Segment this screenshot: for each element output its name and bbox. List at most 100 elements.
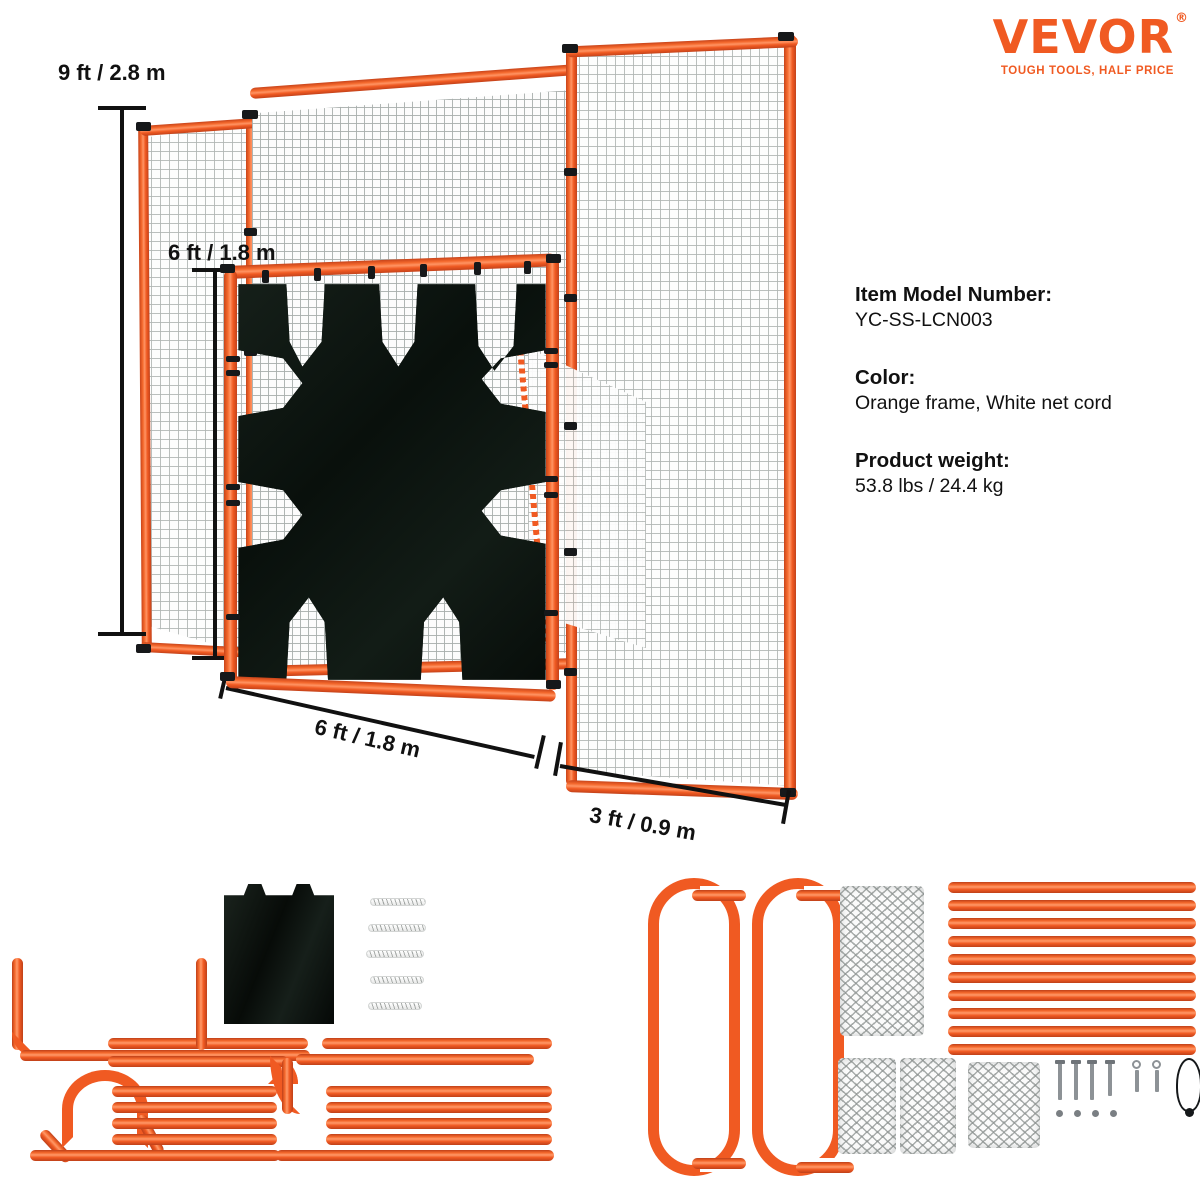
tarp-tie-clip (544, 610, 558, 616)
short-pipe (112, 1086, 277, 1097)
short-pipe (326, 1086, 552, 1097)
folded-target-tarp (224, 884, 334, 1024)
brand-wordmark: VEVOR® (993, 12, 1188, 60)
spec-item-product-weight: Product weight: 53.8 lbs / 24.4 kg (855, 447, 1185, 500)
ground-stake (1058, 1062, 1062, 1100)
eye-bolt-shaft (1135, 1070, 1139, 1092)
screw (1092, 1110, 1099, 1117)
net-post-clip (562, 44, 578, 53)
rope-coil (368, 1002, 422, 1010)
spec-value: Orange frame, White net cord (855, 391, 1112, 414)
straight-pole (948, 882, 1196, 893)
specification-list: Item Model Number: YC-SS-LCN003 Color: O… (855, 281, 1185, 529)
small-net-roll (968, 1062, 1040, 1148)
dim-cap-bottom-9ft (98, 632, 146, 636)
brand-tagline: TOUGH TOOLS, HALF PRICE (1000, 65, 1174, 77)
short-pipe (118, 1150, 278, 1161)
u-shaped-goal-hoop-arm (796, 1162, 854, 1173)
ground-stake-head (1105, 1060, 1115, 1064)
frame-corner-clip (220, 672, 235, 681)
large-net-roll (840, 886, 924, 1036)
straight-pole (948, 1026, 1196, 1037)
straight-pole (948, 954, 1196, 965)
spec-label: Color: (855, 365, 916, 389)
u-shaped-goal-hoop-arm (692, 890, 746, 901)
net-post-clip (136, 644, 151, 653)
rope-coil (370, 898, 426, 906)
straight-pole (948, 1008, 1196, 1019)
spec-value: YC-SS-LCN003 (855, 309, 993, 332)
goal-left-post (224, 270, 237, 682)
tarp-tie-clip (314, 268, 321, 281)
spec-item-color: Color: Orange frame, White net cord (855, 364, 1185, 417)
ground-stake (1074, 1062, 1078, 1100)
backstop-left-wing-rear-post (246, 114, 257, 658)
screw (1074, 1110, 1081, 1117)
long-straight-pipe (322, 1038, 552, 1049)
brand-name: VEVOR (992, 10, 1174, 64)
short-pipe (112, 1118, 277, 1129)
bungee-ball (1185, 1108, 1194, 1117)
dimension-label-goal-height: 6 ft / 1.8 m (168, 240, 276, 265)
small-net-roll (838, 1058, 896, 1154)
tarp-tie-clip (226, 484, 240, 490)
rope-coil (370, 976, 424, 984)
short-pipe (112, 1134, 277, 1145)
bungee-ball-cord (1176, 1058, 1200, 1112)
u-shaped-goal-hoop (752, 878, 844, 1176)
spec-label: Product weight: (855, 448, 1010, 472)
straight-pole (948, 990, 1196, 1001)
product-illustration (100, 18, 840, 838)
tarp-tie-clip (226, 614, 240, 620)
tarp-tie-clip (420, 264, 427, 277)
tarp-tie-clip (368, 266, 375, 279)
tarp-tie-clip (226, 500, 240, 506)
backstop-right-wing-right-post (784, 34, 796, 796)
u-shaped-goal-hoop-arm (796, 890, 854, 901)
straight-pole (948, 936, 1196, 947)
straight-pole (948, 900, 1196, 911)
tarp-tie-clip (226, 356, 240, 362)
vevor-logo: VEVOR® TOUGH TOOLS, HALF PRICE (993, 12, 1188, 77)
tarp-tie-clip (524, 261, 531, 274)
long-straight-pipe (108, 1038, 308, 1049)
elbow-pipe-horizontal (296, 1054, 534, 1065)
frame-corner-clip (546, 680, 561, 689)
eye-bolt (1152, 1060, 1161, 1069)
short-pipe (326, 1102, 552, 1113)
net-post-clip (564, 422, 577, 430)
spec-item-model-number: Item Model Number: YC-SS-LCN003 (855, 281, 1185, 334)
ground-stake (1108, 1062, 1112, 1096)
elbow-pipe-horizontal (108, 1056, 288, 1067)
short-pipe (276, 1150, 554, 1161)
tarp-tie-clip (544, 348, 558, 354)
rope-coil (368, 924, 426, 932)
ground-stake-head (1071, 1060, 1081, 1064)
net-post-clip (244, 228, 257, 236)
corner-pipe-l-shape-vertical (196, 958, 207, 1050)
net-post-clip (136, 122, 151, 131)
tarp-tie-clip (544, 476, 558, 482)
dim-line-6ft-height (213, 268, 217, 660)
net-post-clip (564, 294, 577, 302)
eye-bolt (1132, 1060, 1141, 1069)
u-shaped-goal-hoop (648, 878, 740, 1176)
backstop-left-wing-net (142, 122, 254, 656)
net-post-clip (564, 548, 577, 556)
spec-value: 53.8 lbs / 24.4 kg (855, 474, 1004, 497)
screw (1056, 1110, 1063, 1117)
small-net-roll (900, 1058, 956, 1154)
corner-pipe-l-shape-vertical (12, 958, 23, 1050)
goal-right-post (546, 258, 559, 690)
u-shaped-goal-hoop-arm (692, 1158, 746, 1169)
straight-pole (948, 1044, 1196, 1055)
tarp-tie-clip (262, 270, 269, 283)
net-post-clip (564, 168, 577, 176)
tarp-tie-clip (544, 362, 558, 368)
frame-corner-clip (220, 264, 235, 273)
net-post-clip (564, 668, 577, 676)
ground-stake-head (1055, 1060, 1065, 1064)
frame-corner-clip (546, 254, 561, 263)
corner-pipe-l-shape-horizontal (20, 1050, 310, 1061)
